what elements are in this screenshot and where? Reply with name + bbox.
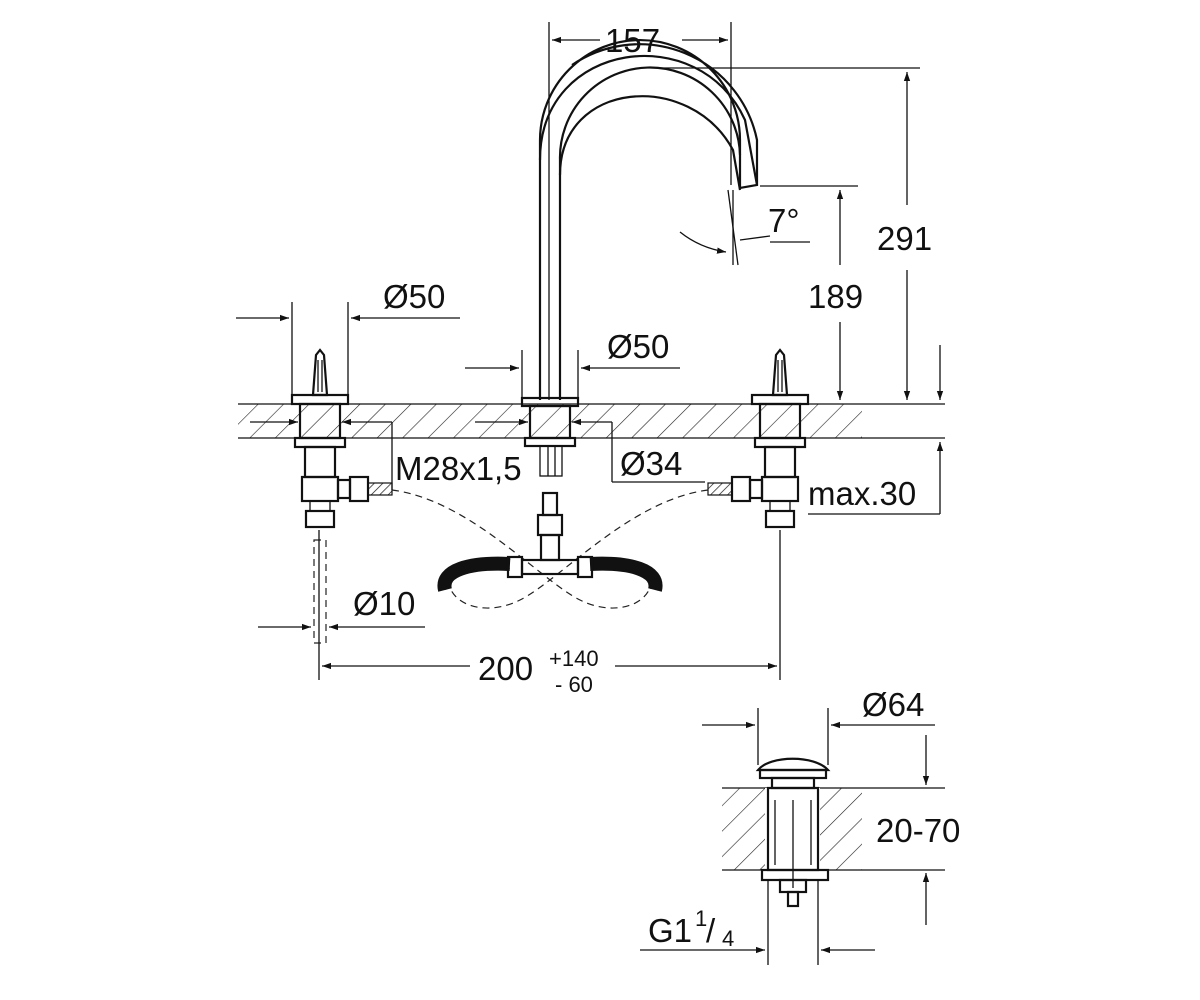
- dim-outlet-height: 189: [808, 278, 863, 315]
- countertop-section: [238, 403, 945, 439]
- dim-thread: M28x1,5: [395, 450, 522, 487]
- dim-waste-thread-den: 4: [722, 926, 734, 951]
- dim-total-height: 291: [877, 220, 932, 257]
- hose-assembly: [391, 489, 709, 609]
- dim-hole-diameter: Ø34: [620, 445, 682, 482]
- dim-spout-angle: 7°: [768, 202, 800, 239]
- left-handle-valve: [290, 348, 393, 644]
- dim-waste-thread-sep: /: [706, 912, 716, 949]
- dim-waste-thread-num: 1: [695, 906, 707, 931]
- dim-max-thickness: max.30: [808, 475, 916, 512]
- dim-waste-thread-main: G1: [648, 912, 692, 949]
- dim-spacing-tol-plus: +140: [549, 646, 599, 671]
- waste-drain: [722, 757, 945, 908]
- right-handle-valve: [707, 348, 810, 529]
- dim-handle-diameter: Ø50: [383, 278, 445, 315]
- dim-waste-diameter: Ø64: [862, 686, 924, 723]
- dim-handle-spacing: 200: [478, 650, 533, 687]
- dim-spout-base-diameter: Ø50: [607, 328, 669, 365]
- dim-spacing-tol-minus: - 60: [555, 672, 593, 697]
- dimension-lines: [236, 22, 944, 965]
- dim-waste-range: 20-70: [876, 812, 960, 849]
- spout: [520, 38, 759, 477]
- countertop-hatch: [238, 404, 862, 438]
- dim-spout-reach: 157: [605, 22, 660, 59]
- dim-hose-diameter: Ø10: [353, 585, 415, 622]
